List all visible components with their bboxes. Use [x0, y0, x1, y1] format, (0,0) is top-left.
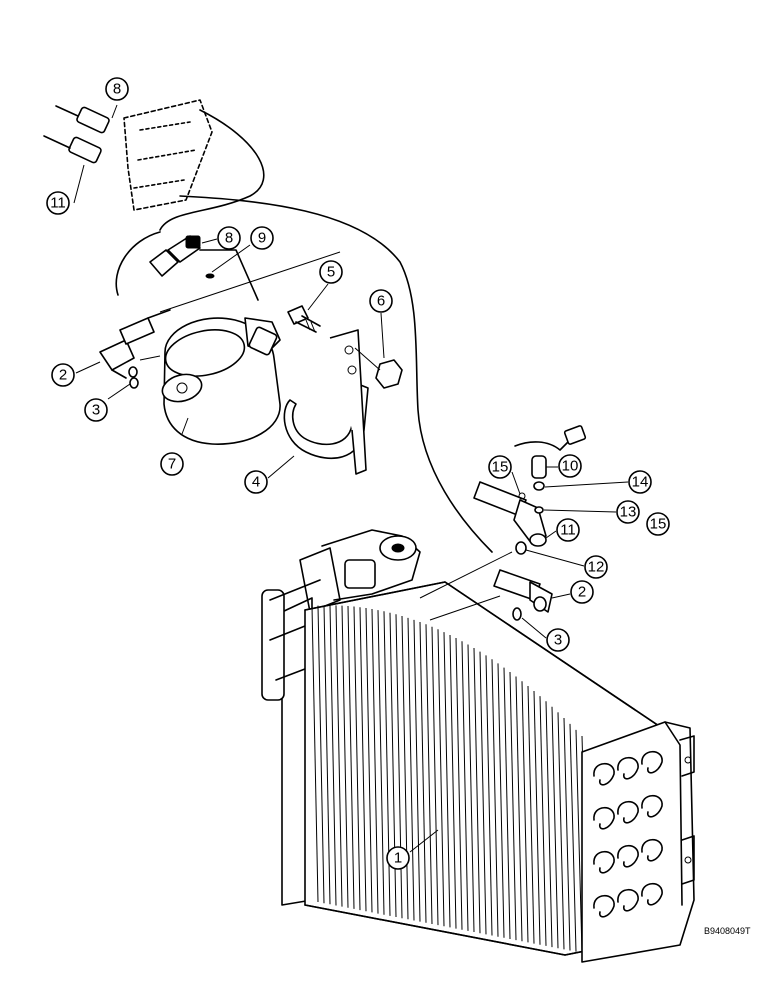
- callout-2-left: 2: [51, 361, 101, 387]
- svg-text:15: 15: [650, 516, 667, 533]
- callout-14: 14: [544, 470, 652, 494]
- callout-5: 5: [307, 260, 343, 311]
- callout-11-right: 11: [545, 518, 580, 542]
- svg-text:10: 10: [562, 458, 579, 475]
- callout-15-right: 15: [646, 512, 670, 536]
- receiver-drier: [161, 317, 281, 445]
- callout-9: 9: [211, 226, 274, 273]
- nut: [354, 347, 403, 389]
- callout-7: 7: [160, 417, 189, 476]
- svg-text:11: 11: [50, 195, 66, 212]
- callout-8-top: 8: [105, 77, 129, 119]
- o-rings: [129, 273, 527, 621]
- svg-text:8: 8: [113, 81, 121, 98]
- callout-3-left: 3: [84, 383, 131, 422]
- callout-1: 1: [386, 829, 439, 870]
- bolt: [287, 305, 321, 333]
- svg-text:8: 8: [225, 230, 233, 247]
- top-left-hose-fittings: [43, 99, 213, 211]
- evaporator-core: [261, 529, 695, 963]
- svg-text:3: 3: [92, 402, 100, 419]
- callout-8-mid: 8: [201, 226, 241, 250]
- svg-text:3: 3: [554, 632, 562, 649]
- svg-text:14: 14: [632, 474, 649, 491]
- svg-text:1: 1: [394, 850, 402, 867]
- svg-text:5: 5: [327, 264, 335, 281]
- svg-text:2: 2: [578, 584, 586, 601]
- svg-text:12: 12: [588, 559, 605, 576]
- svg-text:13: 13: [620, 504, 637, 521]
- svg-text:2: 2: [59, 367, 67, 384]
- svg-text:11: 11: [560, 522, 576, 539]
- callout-2-right: 2: [551, 580, 594, 604]
- figure-reference: B9408049T: [704, 926, 751, 936]
- pressure-switch-assembly: [473, 425, 587, 547]
- callout-6: 6: [369, 289, 393, 359]
- callouts: 8 11 8 9 5 6 2 3: [46, 77, 670, 870]
- drier-clamp: [283, 329, 369, 475]
- svg-text:4: 4: [252, 474, 260, 491]
- svg-text:6: 6: [377, 293, 385, 310]
- elbow-fitting-left: [99, 309, 171, 379]
- callout-12: 12: [525, 549, 608, 579]
- callout-13: 13: [543, 500, 640, 524]
- svg-text:7: 7: [168, 456, 176, 473]
- upper-elbow: [149, 235, 201, 277]
- callout-10: 10: [546, 454, 582, 478]
- callout-15-left: 15: [488, 455, 521, 495]
- callout-3-right: 3: [521, 617, 570, 652]
- callout-4: 4: [244, 455, 295, 494]
- svg-text:15: 15: [492, 459, 509, 476]
- callout-11-top: 11: [46, 164, 85, 215]
- elbow-fitting-right: [493, 569, 553, 613]
- hose-lines: [115, 109, 513, 621]
- svg-text:9: 9: [258, 230, 266, 247]
